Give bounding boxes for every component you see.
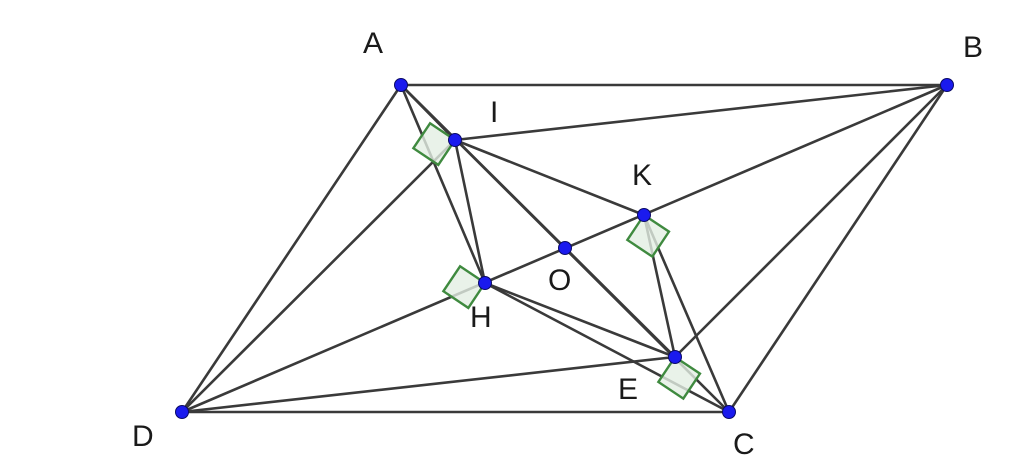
right-angle-marker-e bbox=[656, 355, 702, 401]
right-angle-marker-k bbox=[625, 213, 671, 259]
point-h[interactable] bbox=[478, 276, 492, 290]
point-b[interactable] bbox=[940, 78, 954, 92]
point-a[interactable] bbox=[394, 78, 408, 92]
labels-layer: A B C D I K O H E bbox=[132, 27, 983, 461]
point-e[interactable] bbox=[668, 350, 682, 364]
point-o[interactable] bbox=[558, 241, 572, 255]
segment-he bbox=[483, 281, 677, 359]
label-k: K bbox=[632, 159, 652, 192]
label-i: I bbox=[490, 96, 498, 129]
right-angle-marker-i bbox=[411, 121, 457, 167]
segment-bc bbox=[727, 83, 949, 414]
segment-ae bbox=[399, 83, 677, 359]
right-angle-marker-h bbox=[441, 264, 487, 310]
label-a: A bbox=[363, 27, 383, 60]
segment-ih bbox=[453, 138, 487, 285]
label-d: D bbox=[132, 420, 154, 453]
segment-hc bbox=[483, 281, 731, 414]
right-angle-markers-layer bbox=[411, 121, 702, 401]
label-e: E bbox=[618, 373, 638, 406]
segment-ah bbox=[399, 83, 487, 285]
segment-ik bbox=[453, 138, 646, 217]
point-i[interactable] bbox=[448, 133, 462, 147]
segment-ib bbox=[453, 83, 949, 142]
segment-ed bbox=[180, 355, 677, 414]
segment-da bbox=[180, 83, 403, 414]
point-c[interactable] bbox=[722, 405, 736, 419]
points-layer bbox=[175, 78, 954, 419]
segment-eb bbox=[673, 83, 949, 359]
label-c: C bbox=[733, 428, 755, 461]
point-d[interactable] bbox=[175, 405, 189, 419]
label-h: H bbox=[470, 301, 492, 334]
label-o: O bbox=[548, 264, 571, 297]
label-b: B bbox=[963, 31, 983, 64]
segment-id bbox=[180, 138, 457, 414]
point-k[interactable] bbox=[637, 208, 651, 222]
